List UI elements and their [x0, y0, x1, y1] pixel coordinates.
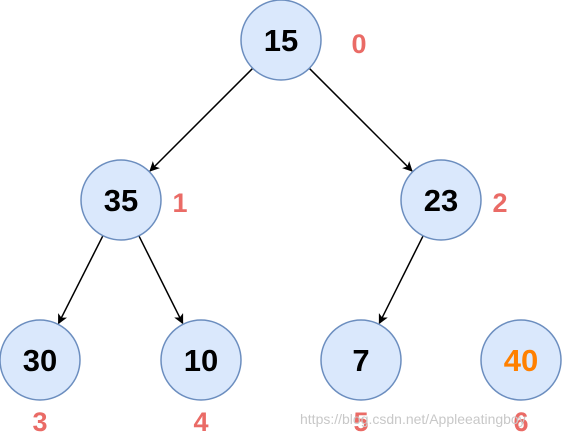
node-value-label: 7 [352, 343, 369, 378]
node-index-label: 6 [513, 407, 528, 437]
edge-arrow-n1-n3 [57, 235, 104, 325]
edge-arrow-n0-n1 [149, 67, 254, 172]
edge-arrow-n0-n2 [308, 67, 413, 172]
node-circle [160, 319, 242, 401]
node-circle [240, 0, 322, 81]
tree-node-6: 40 6 [480, 319, 562, 437]
tree-node-1: 35 1 [80, 159, 188, 241]
edge-arrow-n2-n5 [378, 235, 424, 325]
node-value-label: 30 [23, 343, 57, 378]
tree-node-4: 10 4 [160, 319, 242, 437]
node-value-label: 10 [184, 343, 218, 378]
tree-node-5: 75 [320, 319, 402, 437]
node-index-label: 1 [172, 188, 187, 218]
node-value-label: 15 [264, 23, 298, 58]
node-index-label: 4 [193, 407, 208, 437]
node-circle [400, 159, 482, 241]
node-circle [80, 159, 162, 241]
node-circle [480, 319, 562, 401]
tree-node-0: 15 0 [240, 0, 367, 81]
node-index-label: 2 [492, 188, 507, 218]
node-index-label: 5 [353, 407, 368, 437]
edge-arrow-n1-n4 [138, 235, 184, 325]
tree-node-2: 23 2 [400, 159, 508, 241]
node-value-label: 23 [424, 183, 458, 218]
node-value-label: 35 [104, 183, 138, 218]
watermark-text: https://blog.csdn.net/Appleeatingboy [300, 411, 526, 427]
node-circle [0, 319, 81, 401]
node-index-label: 3 [32, 407, 47, 437]
edges-layer [57, 67, 424, 325]
node-circle [320, 319, 402, 401]
node-value-label: 40 [504, 343, 538, 378]
node-index-label: 0 [351, 29, 366, 59]
tree-node-3: 30 3 [0, 319, 81, 437]
